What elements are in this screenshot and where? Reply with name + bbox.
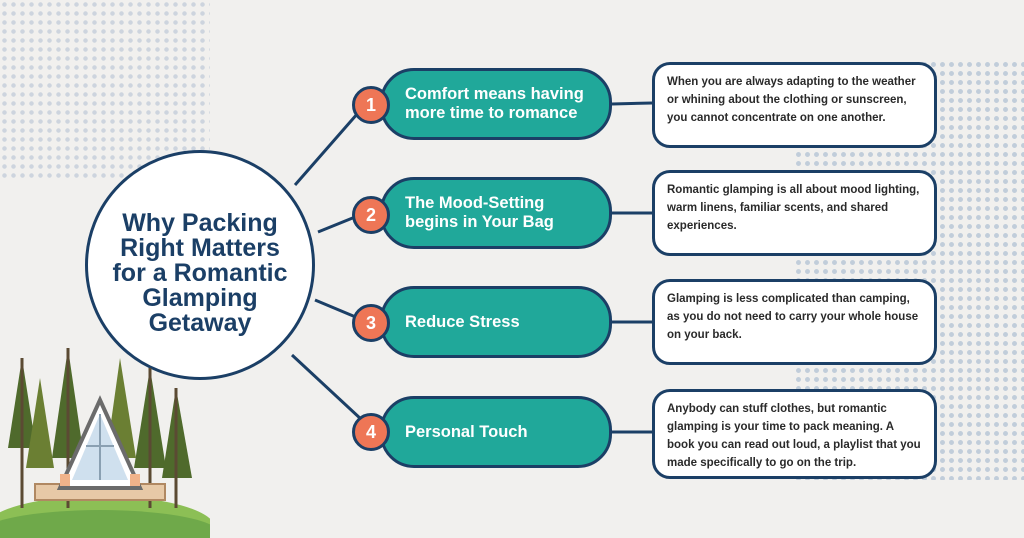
page-title: Why Packing Right Matters for a Romantic… — [112, 208, 288, 337]
description-text-3: Glamping is less complicated than campin… — [667, 293, 919, 341]
number-badge-1: 1 — [352, 86, 390, 124]
topic-heading-1: Comfort means having more time to romanc… — [405, 85, 584, 122]
connector-4 — [290, 353, 364, 422]
description-box-1: When you are always adapting to the weat… — [652, 62, 937, 148]
a-frame-cabin-with-pine-trees-icon — [0, 348, 210, 538]
number-badge-2: 2 — [352, 196, 390, 234]
topic-heading-2: The Mood-Setting begins in Your Bag — [405, 194, 554, 231]
description-text-4: Anybody can stuff clothes, but romantic … — [667, 403, 921, 469]
topic-heading-4: Personal Touch — [405, 422, 528, 441]
description-text-1: When you are always adapting to the weat… — [667, 76, 916, 124]
topic-pill-2: The Mood-Setting begins in Your Bag — [380, 177, 612, 249]
topic-heading-3: Reduce Stress — [405, 312, 520, 331]
connector-1 — [293, 104, 367, 186]
central-topic-circle: Why Packing Right Matters for a Romantic… — [85, 150, 315, 380]
topic-pill-4: Personal Touch — [380, 396, 612, 468]
description-box-2: Romantic glamping is all about mood ligh… — [652, 170, 937, 256]
description-box-3: Glamping is less complicated than campin… — [652, 279, 937, 365]
description-box-4: Anybody can stuff clothes, but romantic … — [652, 389, 937, 479]
topic-pill-3: Reduce Stress — [380, 286, 612, 358]
connector-3 — [314, 298, 359, 320]
topic-pill-1: Comfort means having more time to romanc… — [380, 68, 612, 140]
description-text-2: Romantic glamping is all about mood ligh… — [667, 184, 920, 232]
connector-desc-1 — [611, 101, 653, 106]
number-badge-3: 3 — [352, 304, 390, 342]
number-badge-4: 4 — [352, 413, 390, 451]
halftone-dots-left — [0, 0, 210, 180]
